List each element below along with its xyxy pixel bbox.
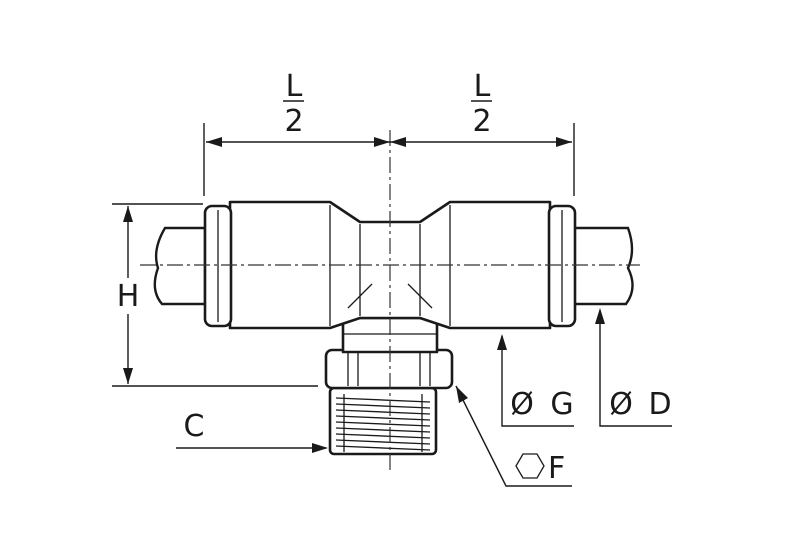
- threaded-stem: [328, 386, 438, 456]
- hex-symbol-icon: [515, 453, 545, 479]
- right-tube: [570, 226, 634, 306]
- diameter-d-symbol: Ø: [609, 387, 633, 422]
- length-dimension: [203, 100, 575, 196]
- diameter-g-symbol: Ø: [510, 387, 534, 422]
- left-length-numerator: L: [286, 69, 303, 104]
- thread-label: C: [184, 409, 205, 444]
- left-length-denominator: 2: [284, 104, 303, 139]
- hex-leader: [455, 385, 572, 487]
- right-length-numerator: L: [474, 69, 491, 104]
- diameter-d-letter: D: [648, 387, 671, 422]
- hex-symbol: ⬡: [0, 0, 1, 1]
- height-dimension: [112, 203, 318, 387]
- centerlines: [140, 130, 640, 470]
- height-label: H: [117, 279, 140, 314]
- diameter-g-leader: [497, 334, 574, 427]
- right-length-denominator: 2: [472, 104, 491, 139]
- hex-nut: [324, 348, 454, 390]
- hex-letter: F: [548, 451, 565, 486]
- left-tube: [153, 226, 207, 306]
- thread-leader: [176, 443, 328, 453]
- diameter-d-leader: [595, 308, 672, 427]
- right-collet: [547, 204, 577, 328]
- diameter-g-letter: G: [550, 387, 573, 422]
- left-collet: [203, 204, 233, 328]
